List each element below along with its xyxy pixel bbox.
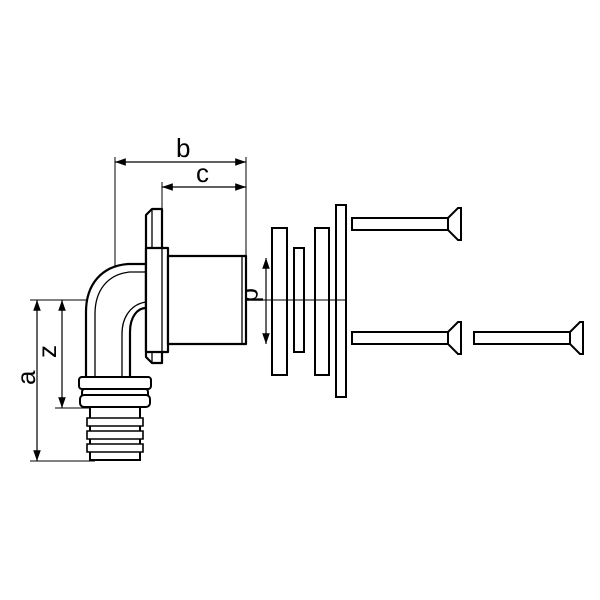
screw-top-shank	[351, 217, 449, 231]
screw-middle	[351, 321, 462, 355]
screw-middle-head	[447, 321, 462, 355]
label-z: z	[32, 345, 62, 358]
pipe-connector	[78, 376, 152, 461]
flange-collar	[144, 246, 170, 354]
washer-1	[271, 227, 288, 376]
connector-collar	[78, 376, 152, 390]
washer-3	[314, 227, 330, 376]
dimension-a: a	[11, 299, 140, 462]
dimension-z: z	[32, 300, 95, 409]
spigot-ribs	[86, 417, 144, 453]
wall-plate	[335, 204, 347, 398]
connector-nut	[79, 394, 151, 408]
mounting-washers	[271, 204, 347, 398]
screw-top-head	[447, 207, 462, 241]
screw-right-head	[569, 321, 584, 355]
elbow-tube-inner-wall-2	[121, 301, 147, 376]
label-b: b	[176, 133, 190, 163]
label-a: a	[11, 370, 41, 385]
screw-middle-shank	[351, 331, 449, 345]
label-c: c	[196, 158, 209, 188]
socket-body	[166, 254, 248, 346]
elbow-tube-inner-wall	[94, 271, 146, 376]
screw-top	[351, 207, 462, 241]
screw-right	[473, 321, 584, 355]
dimension-c: c	[161, 158, 246, 212]
screw-right-shank	[473, 331, 571, 345]
elbow-fitting	[84, 207, 248, 380]
